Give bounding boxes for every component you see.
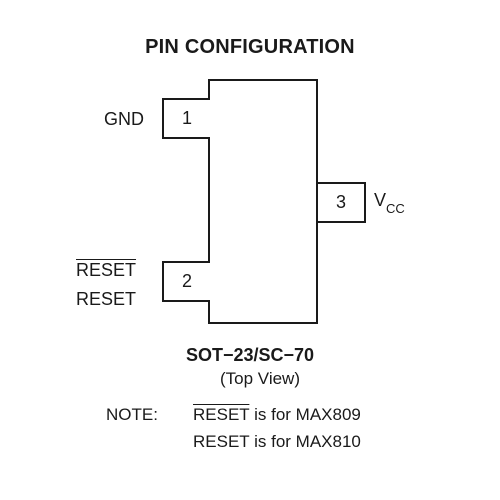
package-name: SOT−23/SC−70 — [185, 345, 315, 365]
pin-1-number: 1 — [181, 108, 192, 128]
vcc-subscript: CC — [386, 201, 405, 216]
pin-3-label-vcc: VCC — [374, 190, 405, 216]
note-line-1-rest: is for MAX809 — [249, 405, 361, 424]
note-line-1-signal: RESET — [193, 405, 250, 424]
pin-1-box: 1 — [162, 98, 210, 139]
note-heading: NOTE: — [106, 405, 158, 424]
pin-1-label-gnd: GND — [104, 109, 144, 129]
vcc-main-text: V — [374, 190, 387, 210]
view-caption: (Top View) — [220, 369, 300, 388]
pin-2-label-reset-active-low: RESET — [76, 260, 137, 280]
note-line-1: RESET is for MAX809 — [193, 405, 361, 425]
note-line-2: RESET is for MAX810 — [193, 432, 361, 451]
diagram-title: PIN CONFIGURATION — [145, 36, 355, 58]
ic-package-body — [208, 79, 318, 324]
pin-2-box: 2 — [162, 261, 210, 302]
pin-3-box: 3 — [318, 182, 366, 223]
pin-2-label-reset: RESET — [76, 289, 137, 309]
pin-3-number: 3 — [335, 192, 346, 212]
pin-2-number: 2 — [181, 271, 192, 291]
